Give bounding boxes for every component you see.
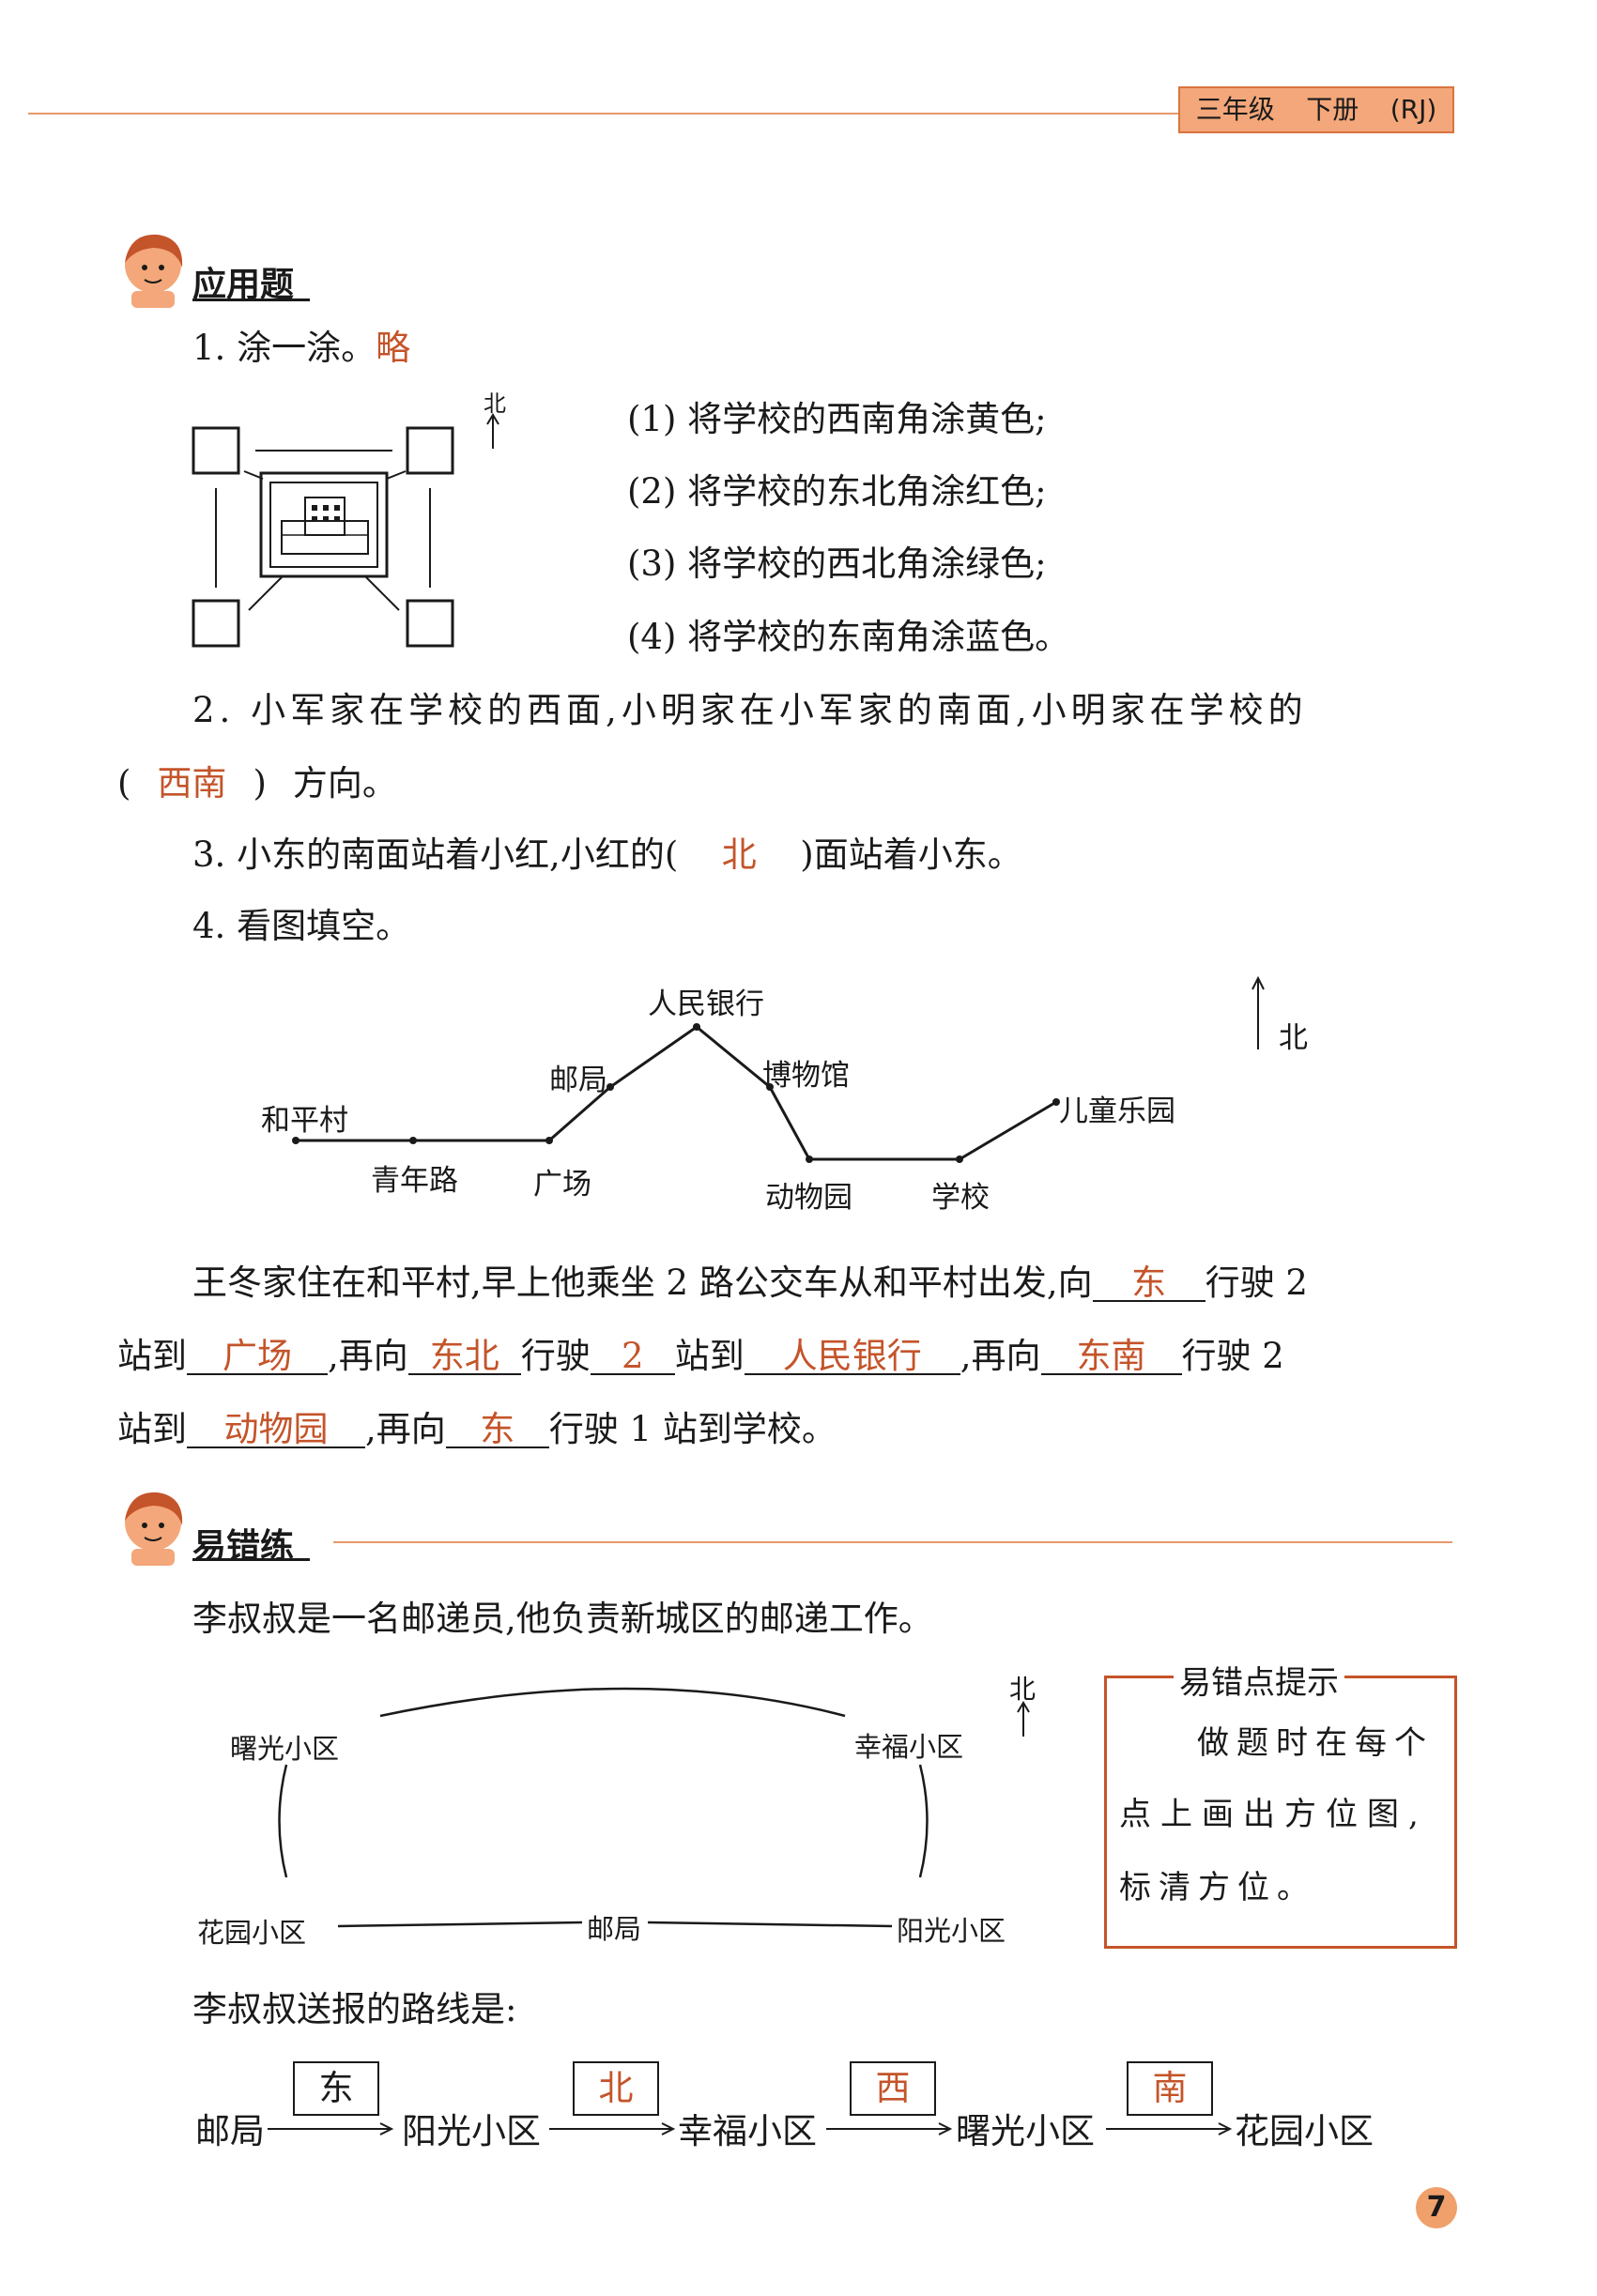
place-guangchang: 广场 xyxy=(533,1168,591,1202)
q4-answer-1: 东 xyxy=(1092,1265,1205,1302)
girl-mascot-icon xyxy=(125,234,183,308)
southwest-square xyxy=(192,599,240,648)
hint-line-2: 点上画出方位图, xyxy=(1119,1796,1428,1833)
route-start: 邮局 xyxy=(195,2111,265,2151)
route-direction-1: 东 xyxy=(293,2061,379,2116)
route-arrow-1-icon xyxy=(268,2122,394,2135)
q4-answer-4: 2 xyxy=(590,1339,675,1375)
header-rule xyxy=(28,113,1178,115)
q1-north-label: 北 xyxy=(484,390,506,417)
place-ertong: 儿童乐园 xyxy=(1059,1094,1175,1128)
place-bowuguan: 博物馆 xyxy=(762,1059,850,1093)
q4-answer-5: 人民银行 xyxy=(744,1339,960,1375)
delivery-map xyxy=(278,1687,929,1928)
section-title-applied: 应用题 xyxy=(192,266,295,304)
map-huayuan: 花园小区 xyxy=(197,1917,307,1949)
route-arrow-4-icon xyxy=(1106,2122,1233,2135)
map-xingfu: 幸福小区 xyxy=(854,1731,964,1763)
hint-title: 易错点提示 xyxy=(1174,1657,1344,1703)
girl-mascot-icon-2 xyxy=(125,1492,183,1566)
q4-answer-7: 动物园 xyxy=(187,1412,365,1448)
q1-answer: 略 xyxy=(376,328,411,368)
q4-answer-6: 东南 xyxy=(1040,1339,1182,1375)
header-tab: 三年级 下册 (RJ) xyxy=(1178,86,1454,133)
route-stop-4: 花园小区 xyxy=(1235,2111,1374,2151)
map-youju: 邮局 xyxy=(587,1913,642,1945)
place-renmin: 人民银行 xyxy=(648,987,764,1021)
section2-title-underline xyxy=(192,1558,310,1561)
q1-item-2: (2) 将学校的东北角涂红色; xyxy=(627,471,1047,512)
q2-line2: (西南)方向。 xyxy=(117,763,397,804)
route-label: 李叔叔送报的路线是: xyxy=(192,1989,517,2029)
q1-item-4: (4) 将学校的东南角涂蓝色。 xyxy=(627,617,1070,657)
section2-intro: 李叔叔是一名邮递员,他负责新城区的邮递工作。 xyxy=(192,1599,933,1639)
place-qingnian: 青年路 xyxy=(371,1164,458,1198)
q4-answer-2: 广场 xyxy=(187,1339,328,1375)
q3-answer: 北 xyxy=(721,834,757,875)
school-box xyxy=(259,471,389,578)
q3-line: 3. 小东的南面站着小红,小红的(北)面站着小东。 xyxy=(192,834,1022,875)
bus-route-map xyxy=(292,1023,1060,1163)
volume-label: 下册 xyxy=(1306,94,1359,125)
page-number: 7 xyxy=(1416,2187,1457,2228)
q4-answer-8: 东 xyxy=(445,1412,549,1448)
route-stop-2: 幸福小区 xyxy=(678,2111,817,2151)
q4-text-line1: 王冬家住在和平村,早上他乘坐 2 路公交车从和平村出发,向东行驶 2 xyxy=(192,1263,1308,1303)
map-yangguang: 阳光小区 xyxy=(897,1915,1006,1947)
edition-label: (RJ) xyxy=(1390,94,1437,125)
q1-item-1: (1) 将学校的西南角涂黄色; xyxy=(627,399,1047,439)
q4-north-arrow-icon xyxy=(1251,976,1265,1049)
q4-north-label: 北 xyxy=(1279,1021,1308,1055)
place-youju: 邮局 xyxy=(549,1064,607,1097)
route-arrow-3-icon xyxy=(826,2122,953,2135)
place-heping: 和平村 xyxy=(261,1104,348,1138)
route-direction-4: 南 xyxy=(1127,2061,1213,2116)
grade-label: 三年级 xyxy=(1195,94,1275,125)
school-corner-diagram xyxy=(192,426,454,648)
hint-line-1: 做题时在每个 xyxy=(1197,1724,1434,1762)
route-stop-1: 阳光小区 xyxy=(402,2111,541,2151)
hint-line-3: 标清方位。 xyxy=(1119,1869,1316,1906)
northwest-square xyxy=(192,426,240,475)
q1-item-3: (3) 将学校的西北角涂绿色; xyxy=(627,543,1047,584)
route-direction-2: 北 xyxy=(573,2061,659,2116)
route-arrow-2-icon xyxy=(549,2122,676,2135)
map-north-arrow-icon xyxy=(1017,1701,1030,1737)
northeast-square xyxy=(406,426,454,475)
map-north-label: 北 xyxy=(1009,1674,1037,1705)
q2-answer: 西南 xyxy=(157,763,227,804)
southeast-square xyxy=(406,599,454,648)
place-dongwu: 动物园 xyxy=(765,1181,852,1215)
section-title-underline xyxy=(192,298,310,301)
q4-label: 4. 看图填空。 xyxy=(192,906,411,946)
q2-line1: 2. 小军家在学校的西面,小明家在小军家的南面,小明家在学校的 xyxy=(192,690,1308,730)
q1-label: 1. 涂一涂。略 xyxy=(192,328,411,368)
route-stop-3: 曙光小区 xyxy=(956,2111,1095,2151)
q1-north-arrow-icon xyxy=(486,413,499,449)
map-shuguang: 曙光小区 xyxy=(230,1733,340,1765)
route-direction-3: 西 xyxy=(850,2061,936,2116)
q4-answer-3: 东北 xyxy=(407,1339,521,1375)
section2-rule xyxy=(333,1541,1452,1543)
place-xuexiao: 学校 xyxy=(931,1181,990,1215)
q4-text-line3: 站到动物园,再向东行驶 1 站到学校。 xyxy=(117,1409,837,1449)
